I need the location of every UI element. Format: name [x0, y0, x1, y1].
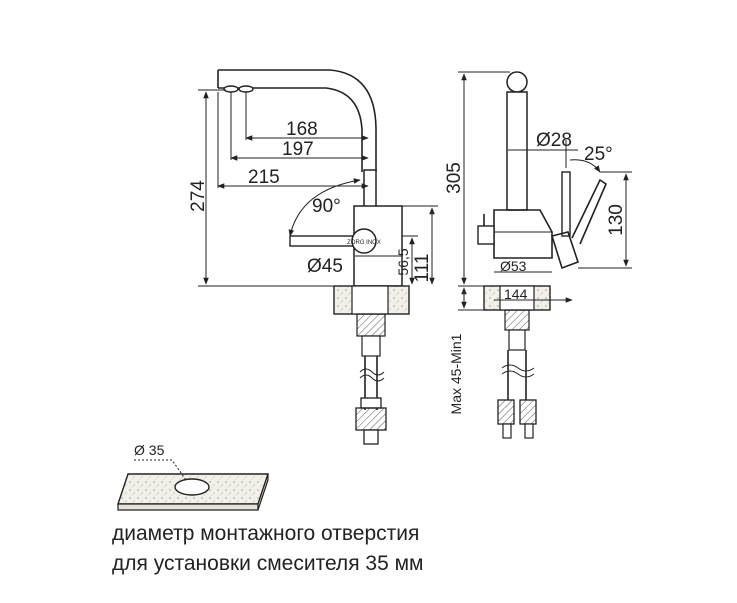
- dim-diam-35: Ø 35: [134, 442, 165, 458]
- dim-max-45-min1: Max 45-Min1: [448, 333, 464, 414]
- front-view-dimensions: [458, 71, 632, 311]
- side-view-labels: 168 197 215 274 90° Ø45 56,5 111: [188, 119, 433, 282]
- dim-diam-53: Ø53: [500, 258, 527, 274]
- dim-305: 305: [444, 162, 465, 194]
- dim-215: 215: [248, 167, 280, 188]
- caption-line-2: для установки смесителя 35 мм: [112, 552, 424, 575]
- front-view-faucet: [477, 71, 607, 439]
- mounting-hole-detail: Ø 35: [117, 442, 269, 511]
- dim-111: 111: [412, 254, 433, 283]
- dim-274: 274: [188, 180, 209, 212]
- side-view-faucet: ZORG INOX: [217, 69, 410, 445]
- dim-56-5: 56,5: [395, 248, 411, 275]
- dim-168: 168: [286, 119, 318, 140]
- dim-diam-28: Ø28: [536, 130, 572, 151]
- dim-144: 144: [504, 286, 528, 302]
- dim-197: 197: [282, 139, 314, 160]
- front-view-labels: 305 Ø28 25° 130 Ø53 144 Max 45-Min1: [444, 130, 627, 414]
- side-view-dimensions: [198, 89, 438, 287]
- dim-90-angle: 90°: [312, 196, 341, 217]
- dim-25-angle: 25°: [584, 144, 613, 165]
- dim-diam-45: Ø45: [307, 256, 343, 277]
- dim-130: 130: [606, 204, 627, 236]
- brand-mark: ZORG INOX: [347, 240, 381, 246]
- caption-line-1: диаметр монтажного отверстия: [112, 522, 420, 545]
- hole-ellipse: [174, 478, 210, 496]
